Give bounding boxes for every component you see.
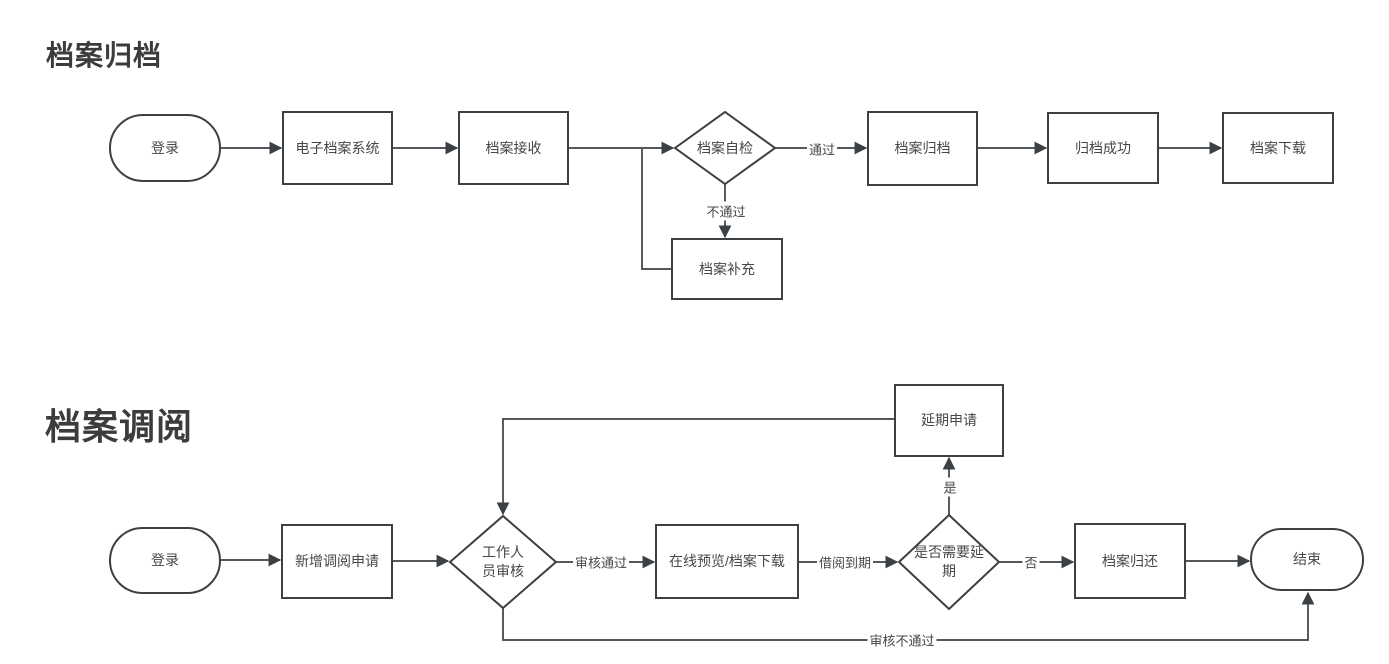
flow2-extensionrequest-label: 延期申请 (921, 412, 977, 428)
flow1-success-shape (1047, 112, 1159, 184)
flow1-system-shape (282, 111, 393, 185)
flow1-receive-shape (458, 111, 569, 185)
flow2-staffreview-diamond (448, 514, 558, 610)
flow-archive-title: 档案归档 (46, 40, 163, 71)
flow1-archive-shape (867, 111, 978, 186)
edge-extrequest-to-review (496, 418, 895, 516)
flow2-reviewfail-edge-label: 审核不通过 (867, 630, 937, 650)
flow2-needextension-diamond (897, 513, 1001, 611)
flow2-yes-edge-label: 是 (941, 477, 959, 497)
flow1-login-label: 登录 (151, 139, 179, 156)
flow2-no-edge-label: 否 (1022, 552, 1040, 572)
flow2-newrequest-shape (281, 524, 393, 599)
flow2-staffreview-label: 工作人员审核 (482, 544, 524, 579)
flow2-preview-shape (655, 524, 799, 599)
flow1-selfcheck-label: 档案自检 (697, 139, 753, 156)
flow1-supplement-shape (671, 238, 783, 300)
flow1-download-shape (1222, 112, 1334, 184)
flow2-return-shape (1074, 523, 1186, 599)
flow1-pass-edge-label: 通过 (806, 139, 838, 159)
flow2-newrequest-label: 新增调阅申请 (295, 553, 379, 569)
flow1-fail-edge-label: 不通过 (704, 201, 748, 221)
flow1-supplement-label: 档案补充 (699, 260, 755, 277)
flow2-preview-label: 在线预览/档案下载 (669, 553, 785, 569)
flow2-end-shape (1250, 528, 1364, 591)
flow1-success-label: 归档成功 (1075, 139, 1131, 156)
flow1-download-label: 档案下载 (1250, 139, 1306, 156)
flow2-end-label: 结束 (1293, 551, 1321, 567)
flow2-reviewpass-edge-label: 审核通过 (572, 552, 630, 572)
flow2-needextension-label: 是否需要延期 (914, 544, 984, 579)
flow2-login-label: 登录 (151, 552, 179, 568)
flow1-login-shape (109, 114, 221, 182)
flow2-login-shape (109, 527, 221, 594)
flow-retrieval-title: 档案调阅 (45, 406, 194, 447)
flow1-receive-label: 档案接收 (485, 139, 542, 156)
flow1-archive-label: 档案归档 (894, 140, 951, 156)
flow2-loandue-edge-label: 借阅到期 (816, 552, 874, 572)
flow1-system-label: 电子档案系统 (295, 139, 380, 156)
flow2-return-label: 档案归还 (1102, 552, 1158, 569)
flow2-extensionrequest-shape (894, 384, 1004, 457)
flow1-selfcheck-diamond (673, 110, 777, 186)
edge-supplement-loopback (641, 149, 672, 270)
